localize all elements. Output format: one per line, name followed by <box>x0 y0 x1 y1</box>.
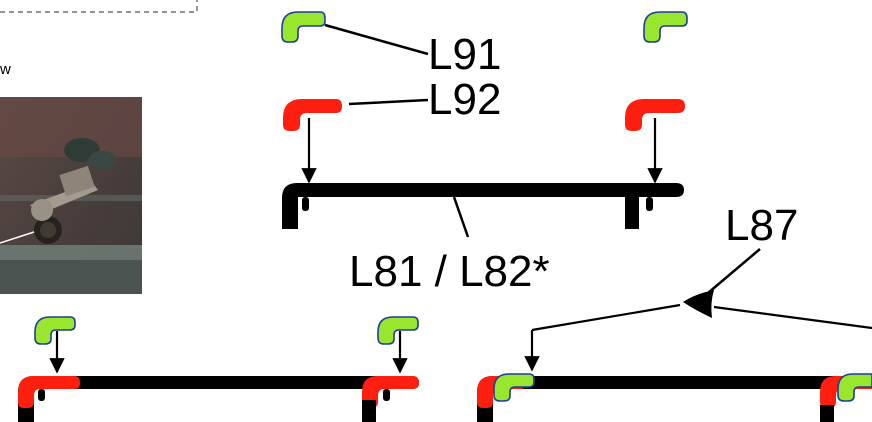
wedge-part-l87 <box>683 290 714 318</box>
leader-line-l81 <box>452 196 470 238</box>
arrow-bottom-right-b <box>713 305 872 330</box>
leader-line-l92 <box>348 98 429 106</box>
rail-bottom-left <box>18 376 419 422</box>
green-cap-bottom-right-a <box>493 373 535 402</box>
green-cap-bottom-left-a <box>34 316 76 345</box>
green-cap-top-left <box>281 11 326 43</box>
green-cap-bottom-left-b <box>377 316 419 345</box>
inset-text-fragment: w <box>0 61 11 78</box>
rail-top <box>282 183 684 229</box>
red-cap-top-left <box>283 99 342 131</box>
dashed-box-fragment <box>0 0 198 13</box>
arrow-bottom-right-a <box>531 303 681 332</box>
rail-bottom-right <box>477 373 872 422</box>
leader-line-l87 <box>707 248 761 294</box>
leader-line-l91 <box>324 23 429 56</box>
label-l91: L91 <box>428 30 501 79</box>
label-l92: L92 <box>428 75 501 124</box>
green-cap-bottom-right-b <box>837 373 872 402</box>
red-cap-top-right <box>625 99 685 131</box>
green-cap-top-right <box>643 11 688 43</box>
label-l87: L87 <box>725 201 798 250</box>
label-l81-l82: L81 / L82* <box>349 247 550 296</box>
door-mechanism-photo <box>0 97 142 294</box>
